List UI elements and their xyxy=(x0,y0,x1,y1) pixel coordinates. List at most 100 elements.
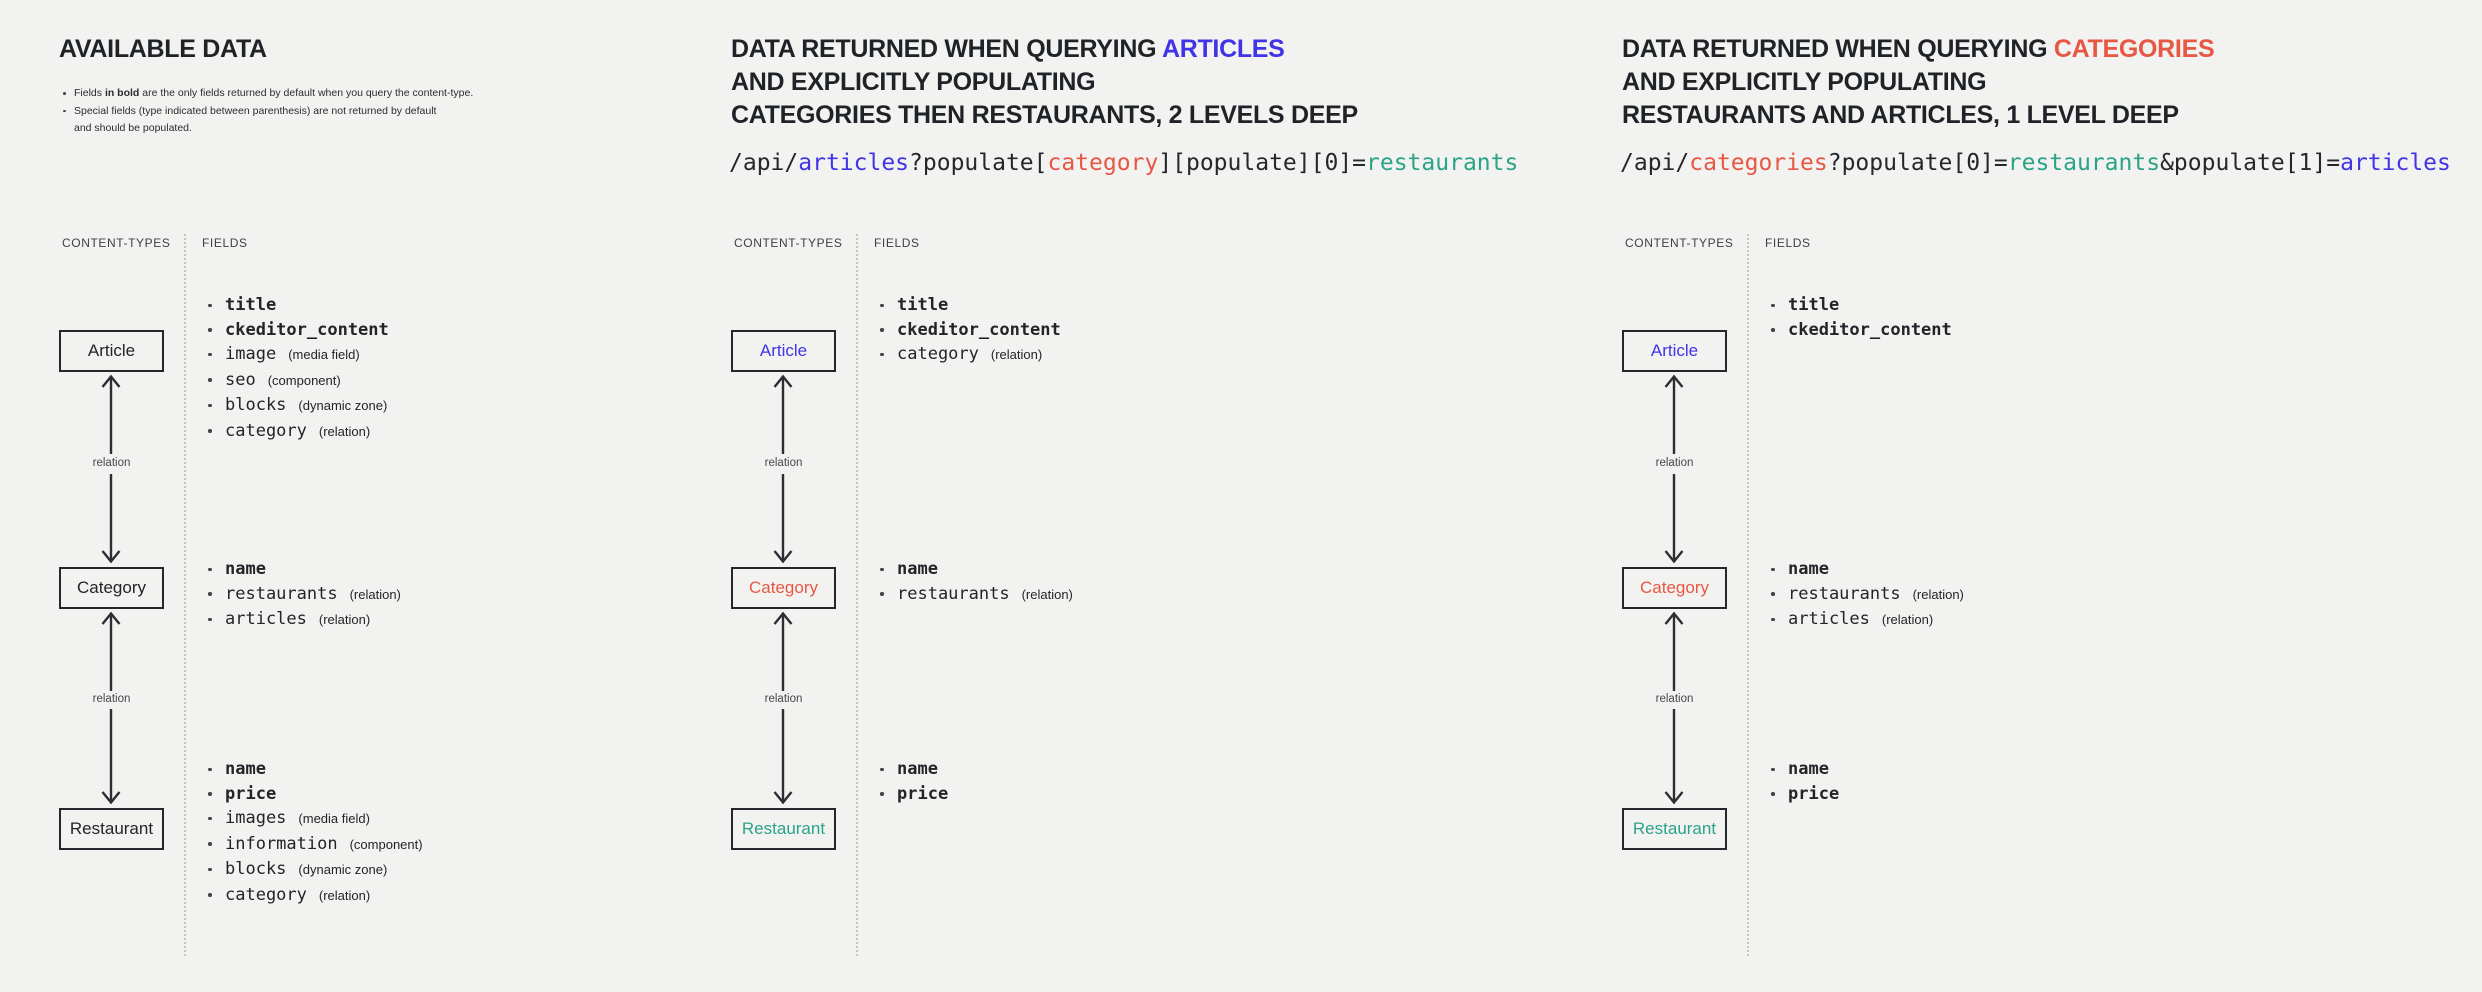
field-row: price xyxy=(1769,782,1839,807)
api-segment: /api/ xyxy=(1620,150,1690,176)
field-row: seo(component) xyxy=(206,368,389,394)
note-text: Special fields (type indicated between p… xyxy=(74,104,437,117)
fields-list-restaurant: name price xyxy=(1769,757,1839,806)
relation-arrow xyxy=(99,611,123,805)
note-text: Fields xyxy=(74,87,105,99)
relation-arrow xyxy=(99,374,123,564)
field-type: (relation) xyxy=(318,423,371,439)
field-type: (relation) xyxy=(990,347,1043,362)
field-name: category xyxy=(225,884,307,905)
field-name: blocks xyxy=(225,859,287,879)
field-name: title xyxy=(1788,295,1840,315)
relation-arrow xyxy=(771,374,795,564)
content-type-box-category: Category xyxy=(1622,567,1727,609)
column-header-content-types: CONTENT-TYPES xyxy=(62,236,171,250)
box-label: Restaurant xyxy=(741,819,826,838)
relation-label: relation xyxy=(764,693,803,705)
field-row: restaurants(relation) xyxy=(206,582,401,608)
column-header-content-types: CONTENT-TYPES xyxy=(734,236,843,250)
api-endpoint: /api/articles?populate[category][populat… xyxy=(729,150,1518,176)
dotted-divider xyxy=(1747,234,1749,956)
box-label: Category xyxy=(749,578,818,597)
relation-label: relation xyxy=(92,693,131,705)
field-row: price xyxy=(206,782,423,807)
field-row: blocks(dynamic zone) xyxy=(206,857,423,883)
field-row: images(media field) xyxy=(206,806,423,832)
field-name: restaurants xyxy=(1788,583,1901,604)
field-type: (media field) xyxy=(288,347,360,362)
field-row: blocks(dynamic zone) xyxy=(206,393,389,419)
box-label: Restaurant xyxy=(69,819,154,838)
field-name: price xyxy=(1788,783,1840,804)
field-name: blocks xyxy=(225,395,287,415)
field-name: ckeditor_content xyxy=(225,319,389,340)
panel-query-articles: DATA RETURNED WHEN QUERYING ARTICLES AND… xyxy=(729,0,1518,992)
field-name: images xyxy=(225,808,287,828)
field-row: information(component) xyxy=(206,832,423,858)
field-row: title xyxy=(878,293,1061,318)
field-name: name xyxy=(897,759,938,779)
title-text: AVAILABLE DATA xyxy=(59,35,267,63)
field-name: category xyxy=(225,420,307,441)
box-label: Category xyxy=(77,578,146,597)
fields-list-restaurant: name price images(media field) informati… xyxy=(206,757,423,908)
field-name: restaurants xyxy=(897,583,1010,604)
field-type: (relation) xyxy=(318,887,371,903)
content-type-box-restaurant: Restaurant xyxy=(1622,808,1727,850)
column-header-fields: FIELDS xyxy=(202,236,248,250)
api-segment: ][populate][0]= xyxy=(1158,150,1367,176)
field-name: information xyxy=(225,833,338,854)
field-name: category xyxy=(897,344,979,364)
note-text: and should be populated. xyxy=(74,122,192,134)
note-text-bold: in bold xyxy=(104,87,140,99)
field-type: (component) xyxy=(267,372,341,388)
column-header-content-types: CONTENT-TYPES xyxy=(1625,236,1734,250)
field-row: category (relation) xyxy=(206,419,389,445)
content-type-box-article: Article xyxy=(1622,330,1727,372)
api-segment: ?populate[0]= xyxy=(1827,150,2008,176)
field-row: category (relation) xyxy=(206,883,423,909)
title-line: CATEGORIES THEN RESTAURANTS, 2 LEVELS DE… xyxy=(731,101,1358,129)
title-accent-categories: CATEGORIES xyxy=(2053,35,2215,63)
title-text: DATA RETURNED WHEN QUERYING xyxy=(1622,35,2054,63)
relation-label: relation xyxy=(1655,457,1694,469)
field-name: name xyxy=(225,559,266,579)
title-text: DATA RETURNED WHEN QUERYING xyxy=(731,35,1162,63)
content-type-box-category: Category xyxy=(731,567,836,609)
content-type-box-category: Category xyxy=(59,567,164,609)
field-row: image(media field) xyxy=(206,342,389,368)
dotted-divider xyxy=(184,234,186,956)
field-row: category (relation) xyxy=(878,342,1061,368)
api-segment-categories: categories xyxy=(1689,150,1828,176)
field-name: price xyxy=(225,783,277,804)
field-row: name xyxy=(206,757,423,782)
relation-label: relation xyxy=(1655,693,1694,705)
api-segment-articles: articles xyxy=(2340,150,2451,176)
relation-arrow xyxy=(1662,611,1686,805)
field-row: name xyxy=(878,757,948,782)
api-segment: ?populate[ xyxy=(909,150,1048,176)
field-row: price xyxy=(878,782,948,807)
api-segment-restaurants: restaurants xyxy=(1366,150,1519,176)
field-row: articles(relation) xyxy=(206,607,401,633)
field-type: (relation) xyxy=(1912,586,1964,602)
legend-note-continued: and should be populated. xyxy=(61,120,473,138)
api-segment: &populate[1]= xyxy=(2160,150,2341,176)
field-name: title xyxy=(897,295,949,315)
title-line: AND EXPLICITLY POPULATING xyxy=(1622,68,1987,96)
field-name: name xyxy=(1788,559,1829,579)
field-name: articles xyxy=(1788,609,1870,629)
legend-note: Special fields (type indicated between p… xyxy=(61,103,473,121)
api-segment: /api/ xyxy=(729,150,799,176)
field-row: restaurants(relation) xyxy=(878,582,1073,608)
content-type-box-article: Article xyxy=(59,330,164,372)
fields-list-category: name restaurants(relation) articles(rela… xyxy=(1769,557,1964,633)
note-text: are the only fields returned by default … xyxy=(139,87,474,99)
field-name: ckeditor_content xyxy=(1788,319,1952,340)
box-label: Restaurant xyxy=(1632,819,1717,838)
field-name: articles xyxy=(225,609,307,629)
box-label: Article xyxy=(759,341,808,360)
fields-list-article: title ckeditor_content xyxy=(1769,293,1952,342)
relation-arrow xyxy=(1662,374,1686,564)
